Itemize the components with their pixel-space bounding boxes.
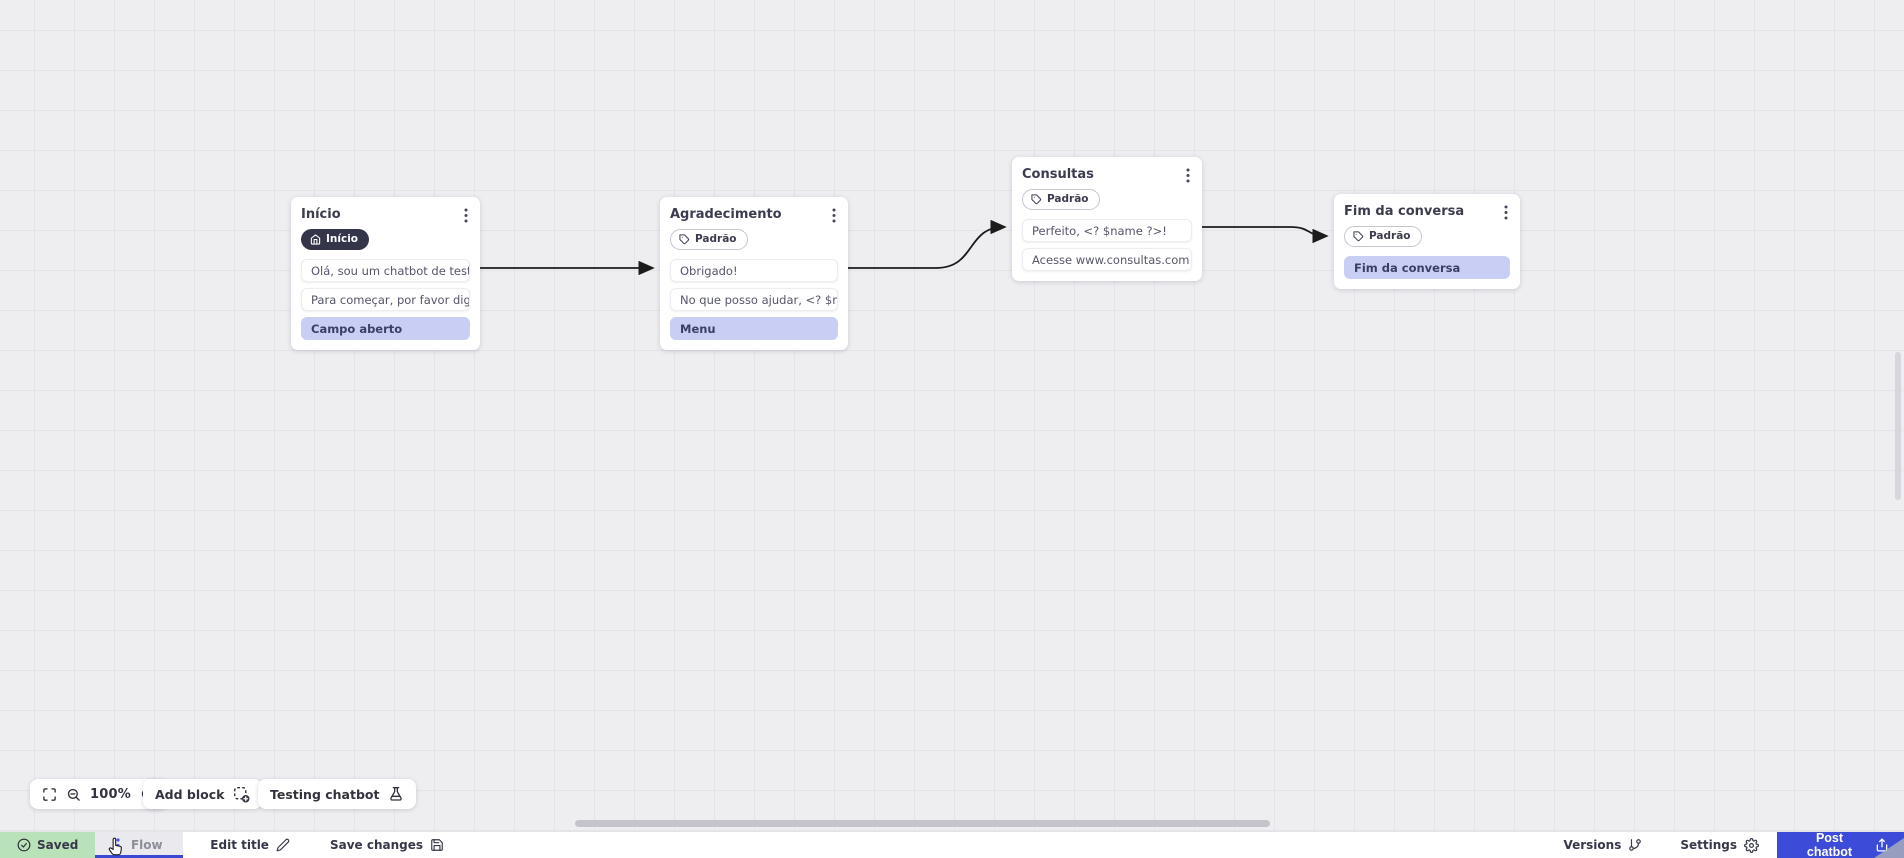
node-title: Fim da conversa: [1344, 204, 1465, 219]
input-row[interactable]: Menu: [670, 317, 838, 340]
message-row[interactable]: No que posso ajudar, <? $name ...: [670, 288, 838, 311]
tag-icon: [679, 234, 690, 245]
add-block-label: Add block: [155, 786, 225, 802]
input-row[interactable]: Fim da conversa: [1344, 256, 1510, 279]
type-badge: Padrão: [1344, 226, 1422, 247]
testing-chatbot-button[interactable]: Testing chatbot: [258, 779, 417, 809]
horizontal-scrollbar[interactable]: [575, 820, 1270, 827]
type-badge: Padrão: [670, 229, 748, 250]
node-inicio[interactable]: Início Início Olá, sou um chatbot de tes…: [291, 197, 480, 350]
settings-label: Settings: [1680, 838, 1737, 852]
home-icon: [310, 234, 321, 245]
message-row[interactable]: Acesse www.consultas.com par...: [1022, 248, 1192, 271]
settings-button[interactable]: Settings: [1680, 832, 1759, 858]
gear-icon: [1744, 837, 1759, 853]
saved-label: Saved: [37, 838, 79, 852]
node-menu-icon[interactable]: [462, 208, 470, 223]
tab-flow[interactable]: Flow: [95, 832, 184, 858]
node-menu-icon[interactable]: [1184, 168, 1192, 183]
badge-label: Padrão: [695, 233, 737, 246]
versions-label: Versions: [1563, 838, 1622, 852]
input-row[interactable]: Campo aberto: [301, 317, 470, 340]
git-branch-icon: [1628, 838, 1642, 852]
zoom-out-icon[interactable]: [66, 787, 81, 802]
save-icon: [430, 838, 444, 852]
message-row[interactable]: Perfeito, <? $name ?>!: [1022, 219, 1192, 242]
node-consultas[interactable]: Consultas Padrão Perfeito, <? $name ?>! …: [1012, 157, 1202, 281]
badge-label: Início: [326, 233, 359, 246]
start-badge: Início: [301, 229, 370, 250]
node-agradecimento[interactable]: Agradecimento Padrão Obrigado! No que po…: [660, 197, 848, 350]
status-bar: Saved Flow Edit title Save changes Versi…: [0, 831, 1904, 858]
vertical-scrollbar[interactable]: [1895, 352, 1901, 500]
pencil-icon: [276, 838, 290, 852]
message-row[interactable]: Olá, sou um chatbot de teste!: [301, 259, 470, 282]
post-chatbot-label: Post chatbot: [1806, 831, 1853, 858]
badge-label: Padrão: [1369, 230, 1411, 243]
flask-icon: [388, 786, 404, 802]
badge-label: Padrão: [1047, 193, 1089, 206]
corner-wedge: [1874, 838, 1904, 858]
zoom-level: 100%: [90, 786, 131, 802]
kebab-menu-icon[interactable]: [116, 837, 120, 853]
edit-title-button[interactable]: Edit title: [210, 832, 290, 858]
message-row[interactable]: Para começar, por favor digite o ...: [301, 288, 470, 311]
save-changes-button[interactable]: Save changes: [330, 832, 444, 858]
node-menu-icon[interactable]: [1502, 205, 1510, 220]
flow-tab-label: Flow: [130, 838, 163, 852]
message-row[interactable]: Obrigado!: [670, 259, 838, 282]
saved-status-badge: Saved: [0, 832, 96, 858]
testing-chatbot-label: Testing chatbot: [270, 786, 380, 802]
tag-icon: [1353, 231, 1364, 242]
flow-canvas[interactable]: Início Início Olá, sou um chatbot de tes…: [0, 0, 1904, 831]
save-changes-label: Save changes: [329, 838, 423, 852]
check-circle-icon: [17, 838, 31, 852]
versions-button[interactable]: Versions: [1563, 832, 1642, 858]
edit-title-label: Edit title: [210, 838, 269, 852]
node-title: Agradecimento: [670, 207, 782, 222]
type-badge: Padrão: [1022, 189, 1100, 210]
fullscreen-icon[interactable]: [42, 787, 57, 802]
node-title: Início: [301, 207, 341, 222]
tag-icon: [1031, 194, 1042, 205]
node-title: Consultas: [1022, 167, 1094, 182]
add-block-button[interactable]: Add block: [143, 779, 263, 809]
node-fim-da-conversa[interactable]: Fim da conversa Padrão Fim da conversa: [1334, 194, 1520, 289]
node-menu-icon[interactable]: [830, 208, 838, 223]
statusbar-spacer: [444, 832, 1563, 858]
add-block-icon: [233, 786, 250, 803]
